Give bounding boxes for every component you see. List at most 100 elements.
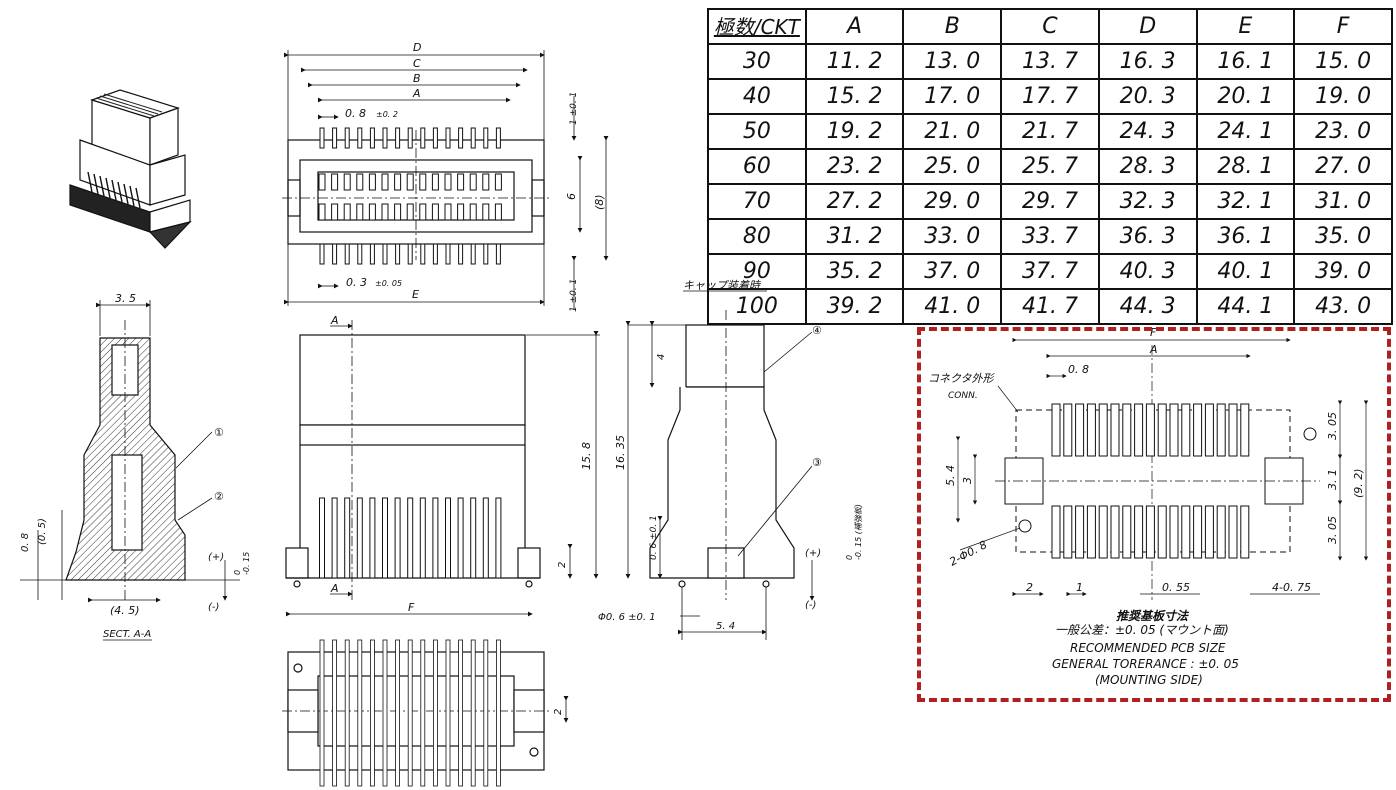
table-cell: 41. 0	[902, 288, 1003, 325]
table-cell: 50	[707, 113, 807, 150]
table-cell: 32. 1	[1195, 183, 1296, 220]
dim-pin: 0. 3	[346, 276, 367, 289]
contact-front	[457, 497, 464, 579]
pcb-pad-upper	[1075, 403, 1085, 457]
contact-front	[407, 497, 414, 579]
contact-tail-top	[458, 127, 464, 149]
contact-tail-top	[369, 127, 375, 149]
pcb-pad-lower	[1193, 505, 1203, 559]
section-labels: 3. 5 (4. 5) 0. 8 (0. 5) (+) (-) 0-0. 15 …	[20, 292, 251, 640]
pcb-pad-lower	[1145, 505, 1155, 559]
table-cell: 80	[707, 218, 807, 255]
contact-upper	[394, 173, 402, 191]
pcb-5-4: 5. 4	[944, 465, 957, 486]
pcb-pad-upper	[1110, 403, 1120, 457]
pcb-pad-upper	[1240, 403, 1250, 457]
contact-tail-bottom	[369, 243, 375, 265]
table-cell: 39. 0	[1293, 253, 1393, 290]
section-tol: 0-0. 15	[233, 552, 251, 575]
top-view-dimensions	[284, 50, 609, 310]
contact-lower	[419, 203, 427, 221]
contact-tail-bottom	[483, 243, 489, 265]
contact-front	[356, 497, 363, 579]
table-cell: 31. 2	[804, 218, 905, 255]
pcb-pad-lower	[1169, 505, 1179, 559]
contact-front	[419, 497, 426, 579]
contact-bottom	[458, 639, 464, 787]
contact-lower	[381, 203, 389, 221]
contact-tail-bottom	[319, 243, 325, 265]
table-header-cell: E	[1195, 8, 1296, 45]
table-cell: 24. 1	[1195, 113, 1296, 150]
contact-upper	[331, 173, 339, 191]
pcb-pad-upper	[1098, 403, 1108, 457]
contact-front	[369, 497, 376, 579]
contact-upper	[431, 173, 439, 191]
contact-bottom	[332, 639, 338, 787]
table-header-cell: D	[1097, 8, 1198, 45]
pcb-note-jp2: 一般公差：±0. 05 (マウント面)	[1055, 623, 1229, 637]
table-header-cell: B	[902, 8, 1003, 45]
table-cell: 90	[707, 253, 807, 290]
table-cell: 37. 0	[902, 253, 1003, 290]
pcb-pad-lower	[1086, 505, 1096, 559]
table-cell: 21. 7	[1000, 113, 1100, 150]
contact-lower	[444, 203, 452, 221]
contact-lower	[331, 203, 339, 221]
table-cell: 43. 0	[1293, 288, 1393, 325]
contact-bottom	[432, 639, 438, 787]
pcb-conn-en: CONN.	[948, 391, 978, 401]
contact-tail-bottom	[495, 243, 501, 265]
table-cell: 19. 0	[1293, 78, 1393, 115]
pcb-conn-jp: コネクタ外形	[928, 372, 996, 385]
contact-lower	[368, 203, 376, 221]
section-plus: (+)	[208, 552, 224, 563]
table-cell: 27. 2	[804, 183, 905, 220]
dim-D: D	[413, 41, 421, 54]
table-cell: 33. 7	[1000, 218, 1100, 255]
dim-5-4: 5. 4	[716, 621, 735, 632]
contact-lower	[494, 203, 502, 221]
dim-15-8: 15. 8	[580, 442, 593, 470]
pcb-pad-upper	[1228, 403, 1238, 457]
pcb-w2: 2	[1026, 581, 1033, 594]
pcb-3-05b: 3. 05	[1326, 516, 1339, 544]
pcb-pad-lower	[1098, 505, 1108, 559]
table-cell: 29. 0	[902, 183, 1003, 220]
dim-3-5: 3. 5	[115, 292, 136, 305]
contact-bottom	[344, 639, 350, 787]
table-cell: 17. 0	[902, 78, 1003, 115]
contact-front	[331, 497, 338, 579]
front-view-contacts	[319, 497, 502, 579]
pcb-pad-lower	[1181, 505, 1191, 559]
contact-tail-bottom	[395, 243, 401, 265]
pcb-pads	[1051, 403, 1250, 559]
table-cell: 15. 2	[804, 78, 905, 115]
dim-pitch: 0. 8	[345, 107, 366, 120]
contact-upper	[469, 173, 477, 191]
pcb-note-jp1: 推奨基板寸法	[1116, 609, 1190, 623]
contact-tail-bottom	[470, 243, 476, 265]
dim-16-35: 16. 35	[614, 435, 627, 470]
contact-tail-top	[357, 127, 363, 149]
callout-1: ①	[214, 426, 224, 439]
contact-front	[495, 497, 502, 579]
contact-lower	[431, 203, 439, 221]
dim-pin-tol: ±0. 05	[375, 279, 402, 288]
pcb-pad-lower	[1134, 505, 1144, 559]
contact-tail-top	[382, 127, 388, 149]
cap-tol: 0-0. 15 (補強板)	[845, 504, 863, 560]
contact-front	[445, 497, 451, 579]
contact-lower	[469, 203, 477, 221]
table-header-cell: A	[804, 8, 905, 45]
contact-tail-top	[483, 127, 489, 149]
cap-plus: (+)	[805, 548, 821, 559]
contact-upper	[457, 173, 465, 191]
pcb-3: 3	[961, 477, 974, 484]
front-A-bot: A	[330, 582, 339, 595]
pcb-pad-lower	[1216, 505, 1226, 559]
table-header-cell: F	[1293, 8, 1393, 45]
table-cell: 15. 0	[1293, 43, 1393, 80]
